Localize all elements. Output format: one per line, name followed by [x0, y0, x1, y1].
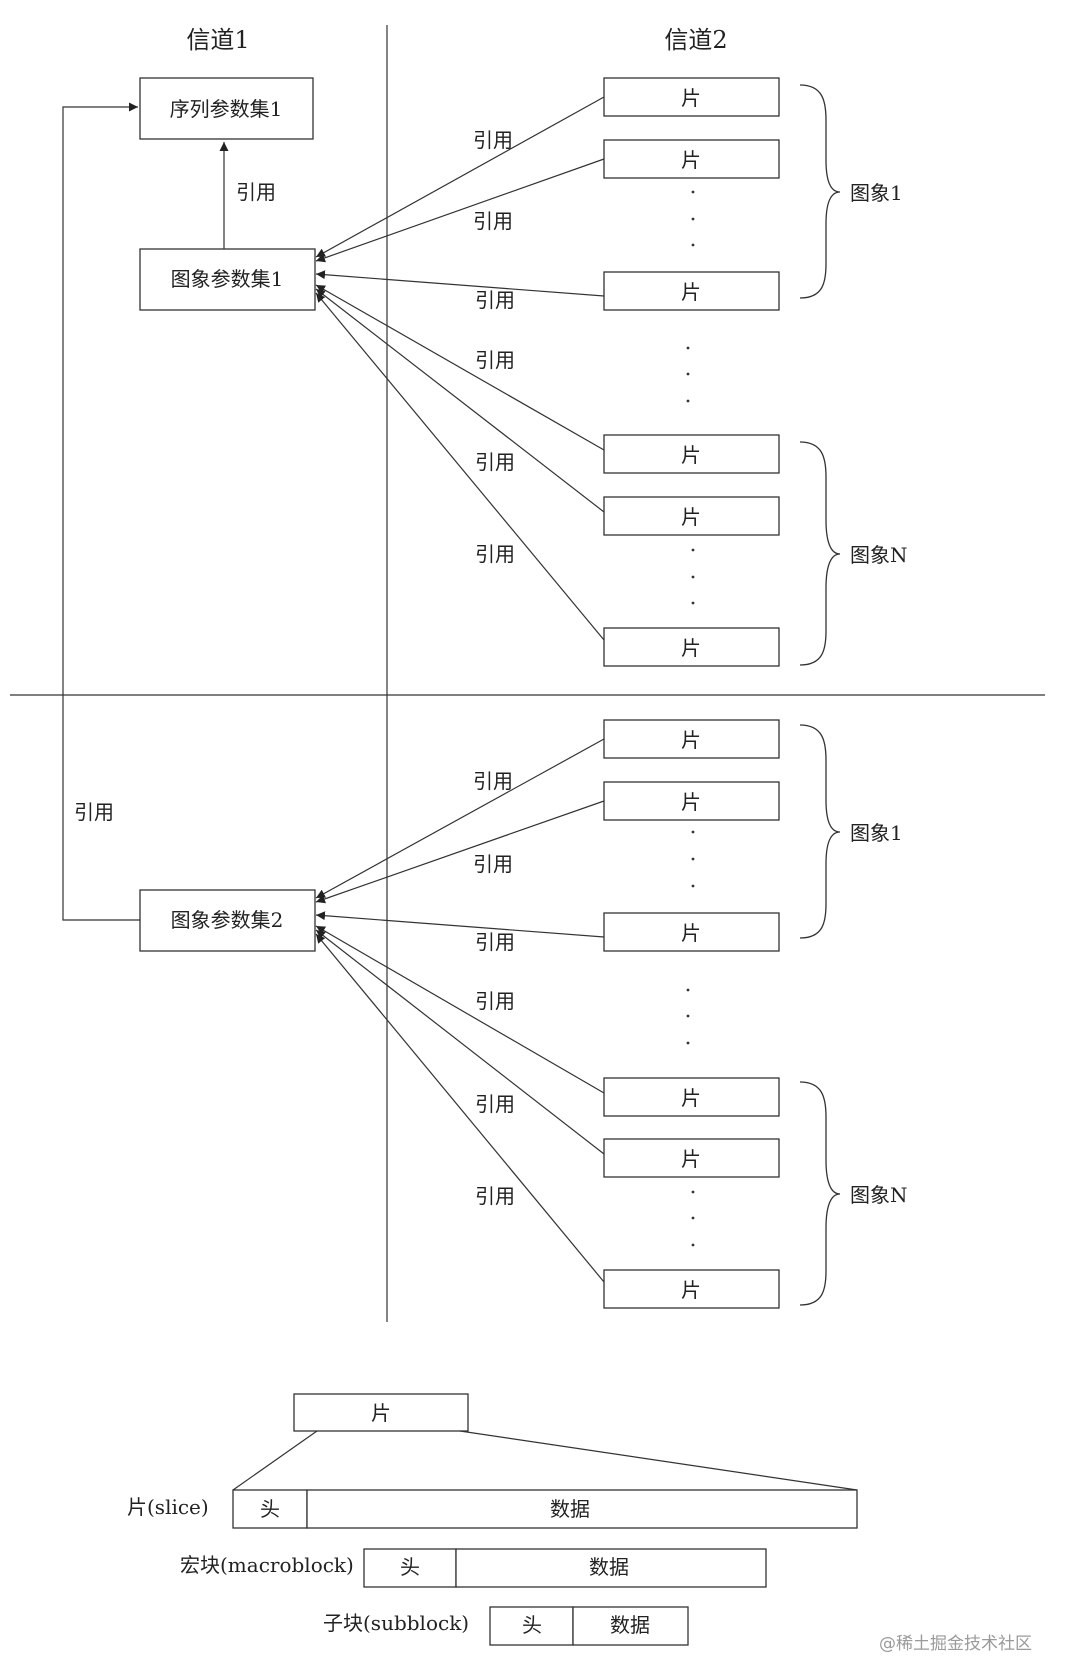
structure-slice-box [293, 1393, 469, 1432]
sps1-box [139, 77, 314, 140]
top-ref-arrow [315, 288, 605, 513]
bottom-ref-arrow [315, 933, 605, 1283]
macroblock-head-label: 头 [400, 1555, 420, 1579]
top-ref-arrow [315, 158, 605, 263]
top-ref-label: 引用 [475, 348, 515, 372]
top-ref-arrow [315, 284, 605, 451]
bottom-slice-box [603, 1077, 780, 1117]
expand-line-left [232, 1430, 318, 1491]
channel-1-title: 信道1 [186, 26, 249, 54]
top-ref-label: 引用 [473, 209, 513, 233]
bottom-groupN-brace [799, 1081, 841, 1306]
top-ref-arrow [315, 292, 605, 641]
pps2-to-sps1-arrow [62, 102, 140, 921]
top-slice-box [603, 434, 780, 474]
top-slice-label: 片 [681, 443, 701, 467]
bottom-ref-label: 引用 [473, 852, 513, 876]
top-slice-box [603, 271, 780, 311]
slice-head-cell [232, 1489, 308, 1529]
bottom-group1-brace [799, 724, 841, 939]
pps2-box [139, 889, 316, 952]
macroblock-head-cell [363, 1548, 457, 1588]
top-ref-label: 引用 [475, 542, 515, 566]
subblock-row-label: 子块(subblock) [323, 1611, 469, 1635]
top-slice-box [603, 139, 780, 179]
top-slice-box [603, 77, 780, 117]
top-ellipsis [686, 190, 695, 605]
bottom-ref-arrow [315, 925, 605, 1094]
slice-row-label: 片(slice) [127, 1495, 209, 1519]
bottom-slice-label: 片 [681, 1086, 701, 1110]
top-groupN-label: 图象N [850, 543, 908, 567]
pps2-ref-label: 引用 [74, 800, 114, 824]
top-slice-label: 片 [681, 86, 701, 110]
top-ref-label: 引用 [475, 288, 515, 312]
top-ref-arrow [315, 96, 605, 258]
bottom-groupN-label: 图象N [850, 1183, 908, 1207]
slice-data-label: 数据 [550, 1497, 590, 1521]
pps1-label: 图象参数集1 [171, 267, 284, 291]
top-group1-brace [799, 84, 841, 299]
macroblock-row-label: 宏块(macroblock) [180, 1553, 354, 1577]
sps1-label: 序列参数集1 [170, 97, 283, 121]
bottom-slice-label: 片 [681, 790, 701, 814]
watermark-text: @稀土掘金技术社区 [879, 1634, 1032, 1654]
top-groupN-brace [799, 441, 841, 666]
subblock-head-cell [489, 1606, 574, 1646]
expand-line-right [459, 1430, 858, 1491]
bottom-ellipsis [686, 830, 695, 1247]
bottom-group1-label: 图象1 [850, 821, 903, 845]
top-slice-label: 片 [681, 148, 701, 172]
bottom-ref-label: 引用 [475, 1092, 515, 1116]
channel-2-title: 信道2 [664, 26, 727, 54]
top-slice-label: 片 [681, 505, 701, 529]
bottom-ref-arrow [315, 911, 605, 938]
bottom-slice-label: 片 [681, 1278, 701, 1302]
slice-data-cell [306, 1489, 858, 1529]
top-slice-box [603, 627, 780, 667]
bottom-slice-box [603, 1138, 780, 1178]
macroblock-data-label: 数据 [589, 1555, 629, 1579]
bottom-slice-box [603, 1269, 780, 1309]
bottom-slice-label: 片 [681, 1147, 701, 1171]
top-ref-arrow [315, 270, 605, 297]
top-ref-label: 引用 [475, 450, 515, 474]
top-slice-box [603, 496, 780, 536]
bottom-ref-arrow [315, 929, 605, 1155]
pps1-ref-label: 引用 [236, 180, 276, 204]
structure-slice-box-label: 片 [371, 1401, 391, 1425]
bottom-slice-label: 片 [681, 728, 701, 752]
bottom-ref-label: 引用 [475, 1184, 515, 1208]
slice-head-label: 头 [260, 1497, 280, 1521]
macroblock-data-cell [455, 1548, 767, 1588]
subblock-data-label: 数据 [610, 1613, 650, 1637]
pps2-label: 图象参数集2 [171, 908, 284, 932]
pps1-box [139, 248, 316, 311]
subblock-data-cell [572, 1606, 689, 1646]
bottom-ref-label: 引用 [475, 989, 515, 1013]
bottom-ref-arrow [315, 800, 605, 904]
bottom-ref-arrow [315, 738, 605, 899]
bottom-ref-label: 引用 [473, 769, 513, 793]
bottom-ref-label: 引用 [475, 930, 515, 954]
bottom-slice-box [603, 912, 780, 952]
top-slice-label: 片 [681, 636, 701, 660]
subblock-head-label: 头 [522, 1613, 542, 1637]
top-ref-label: 引用 [473, 128, 513, 152]
bottom-slice-label: 片 [681, 921, 701, 945]
top-slice-label: 片 [681, 280, 701, 304]
top-group1-label: 图象1 [850, 181, 903, 205]
